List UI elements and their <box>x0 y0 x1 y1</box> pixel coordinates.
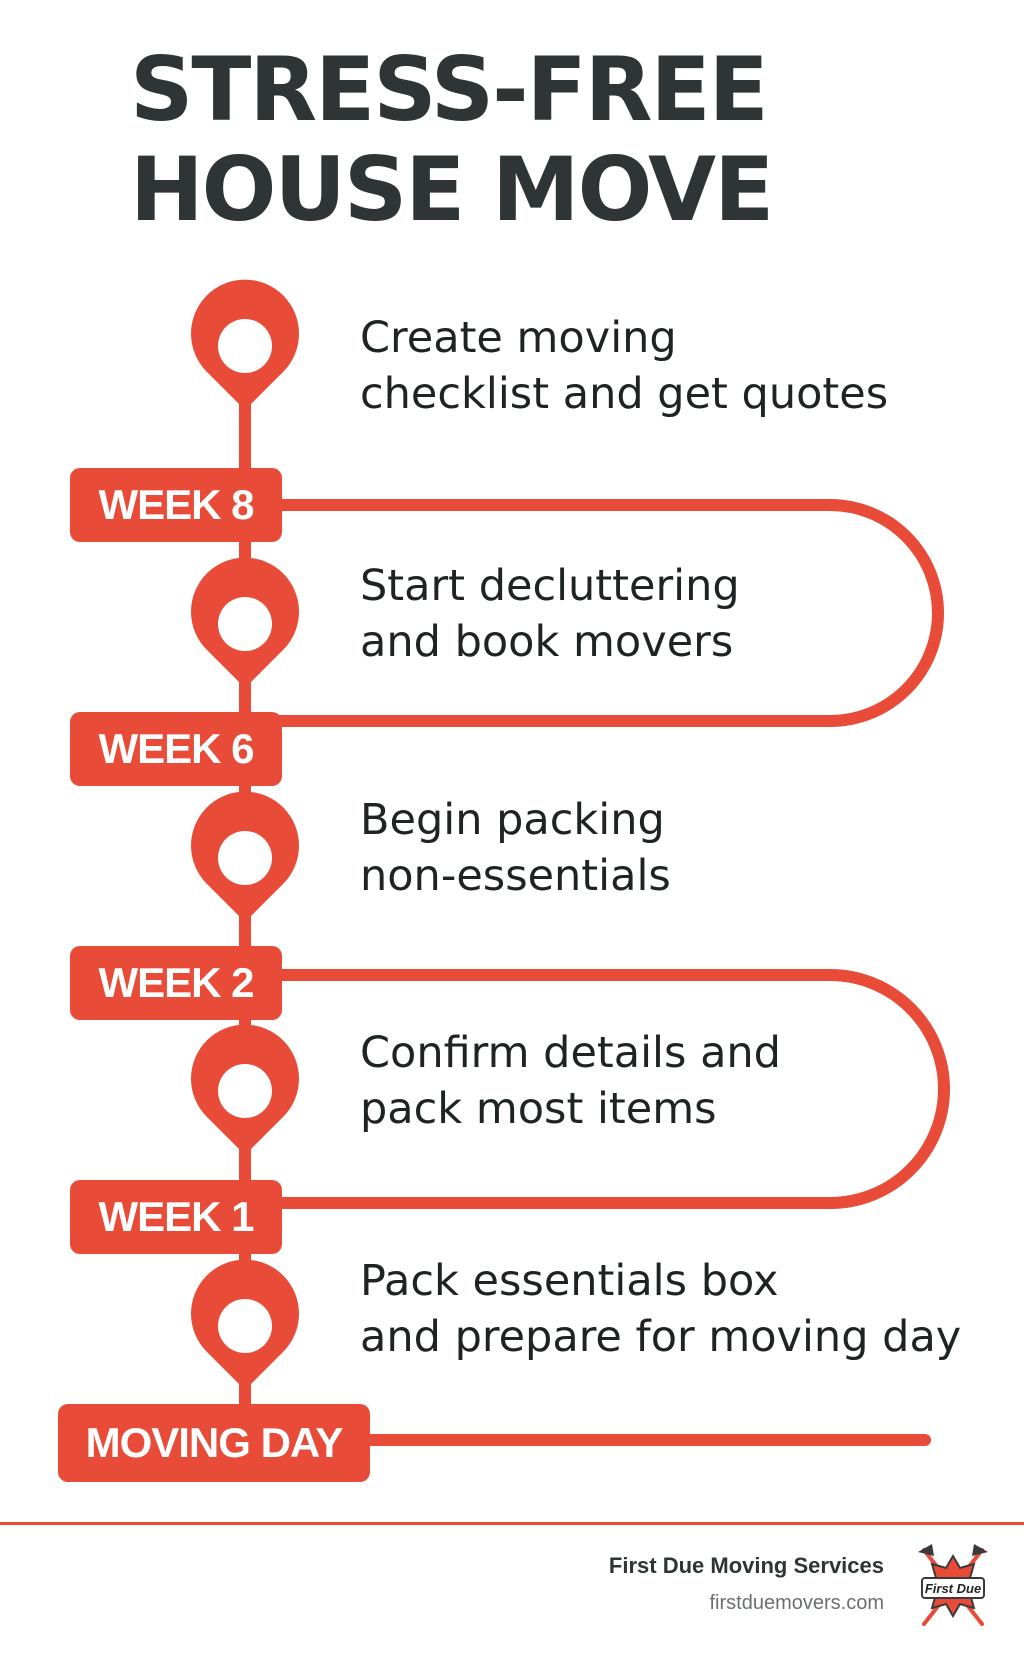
connector-week2-week1 <box>254 969 950 1209</box>
company-website: firstduemovers.com <box>709 1592 885 1614</box>
company-name: First Due Moving Services <box>608 1553 884 1578</box>
step-5-text: Pack essentials box and prepare for movi… <box>360 1256 962 1362</box>
step-4-text: Confirm details and pack most items <box>360 1028 781 1134</box>
title-line-2: HOUSE MOVE <box>130 138 774 241</box>
logo-text: First Due <box>925 1581 981 1596</box>
step-1-text: Create moving checklist and get quotes <box>360 313 889 419</box>
step-2-text: Start decluttering and book movers <box>360 561 740 667</box>
page-title: STRESS-FREE HOUSE MOVE <box>130 38 774 241</box>
milestone-badge-week-6: WEEK 6 <box>70 712 282 786</box>
connector-week8-week6 <box>254 499 944 727</box>
milestone-badge-week-8: WEEK 8 <box>70 468 282 542</box>
step-3-text: Begin packing non-essentials <box>360 795 671 901</box>
firefighter-badge-logo-icon: First Due <box>918 1544 988 1626</box>
milestone-badge-moving-day: MOVING DAY <box>58 1404 370 1482</box>
milestone-badge-week-2: WEEK 2 <box>70 946 282 1020</box>
milestone-badge-week-1: WEEK 1 <box>70 1180 282 1254</box>
title-line-1: STRESS-FREE <box>130 38 769 141</box>
footer-divider <box>0 1522 1024 1525</box>
